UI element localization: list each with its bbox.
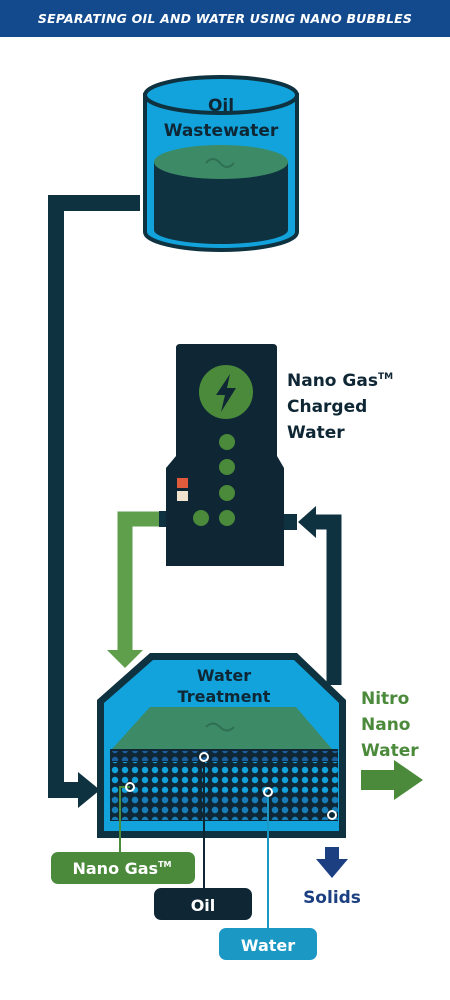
generator-label-line2: Charged: [287, 397, 367, 417]
nano-gas-label-pill: Nano GasTM: [51, 852, 195, 884]
tank-label-line2: Wastewater: [164, 121, 279, 141]
arrow-left-icon: [298, 506, 316, 538]
charged-water-pipe: [107, 511, 160, 668]
output-label-line2: Nano: [361, 715, 410, 735]
lightning-icon: [216, 374, 236, 412]
wave-icon: [205, 722, 235, 732]
callouts: [119, 752, 337, 933]
treatment-label-line2: Treatment: [178, 687, 271, 706]
arrow-right-icon: [394, 760, 423, 800]
nano-gas-generator: Nano GasTM Charged Water: [159, 344, 393, 566]
indicator-light: [219, 510, 235, 526]
solids-label: Solids: [303, 888, 361, 908]
recirculation-pipe: [298, 506, 342, 685]
indicator-light: [219, 434, 235, 450]
water-treatment-unit: Water Treatment: [97, 653, 346, 838]
generator-label-line1: Nano GasTM: [287, 371, 393, 391]
generator-label-line3: Water: [287, 423, 345, 443]
return-pipe: [48, 195, 140, 808]
indicator-light: [193, 510, 209, 526]
oil-wastewater-tank: Oil Wastewater: [143, 75, 299, 252]
status-led-red: [177, 478, 188, 488]
output-label-line3: Water: [361, 741, 419, 761]
tank-label-line1: Oil: [208, 96, 234, 116]
arrow-down-icon: [316, 859, 348, 878]
water-label-pill: Water: [219, 928, 317, 960]
treatment-label-line1: Water: [197, 666, 251, 685]
header-banner: SEPARATING OIL AND WATER USING NANO BUBB…: [0, 0, 450, 37]
header-title: SEPARATING OIL AND WATER USING NANO BUBB…: [37, 11, 413, 26]
indicator-light: [219, 459, 235, 475]
water-label: Water: [241, 936, 295, 955]
oil-label: Oil: [191, 896, 216, 915]
solids-flow: Solids: [303, 847, 361, 908]
status-led-cream: [177, 491, 188, 501]
oil-label-pill: Oil: [154, 888, 252, 920]
output-flow: Nitro Nano Water: [361, 689, 423, 800]
wave-icon: [205, 158, 235, 168]
arrow-down-icon: [107, 650, 143, 668]
indicator-light: [219, 485, 235, 501]
arrow-right-icon: [78, 772, 100, 808]
output-label-line1: Nitro: [361, 689, 409, 709]
nano-gas-label: Nano GasTM: [72, 859, 171, 878]
